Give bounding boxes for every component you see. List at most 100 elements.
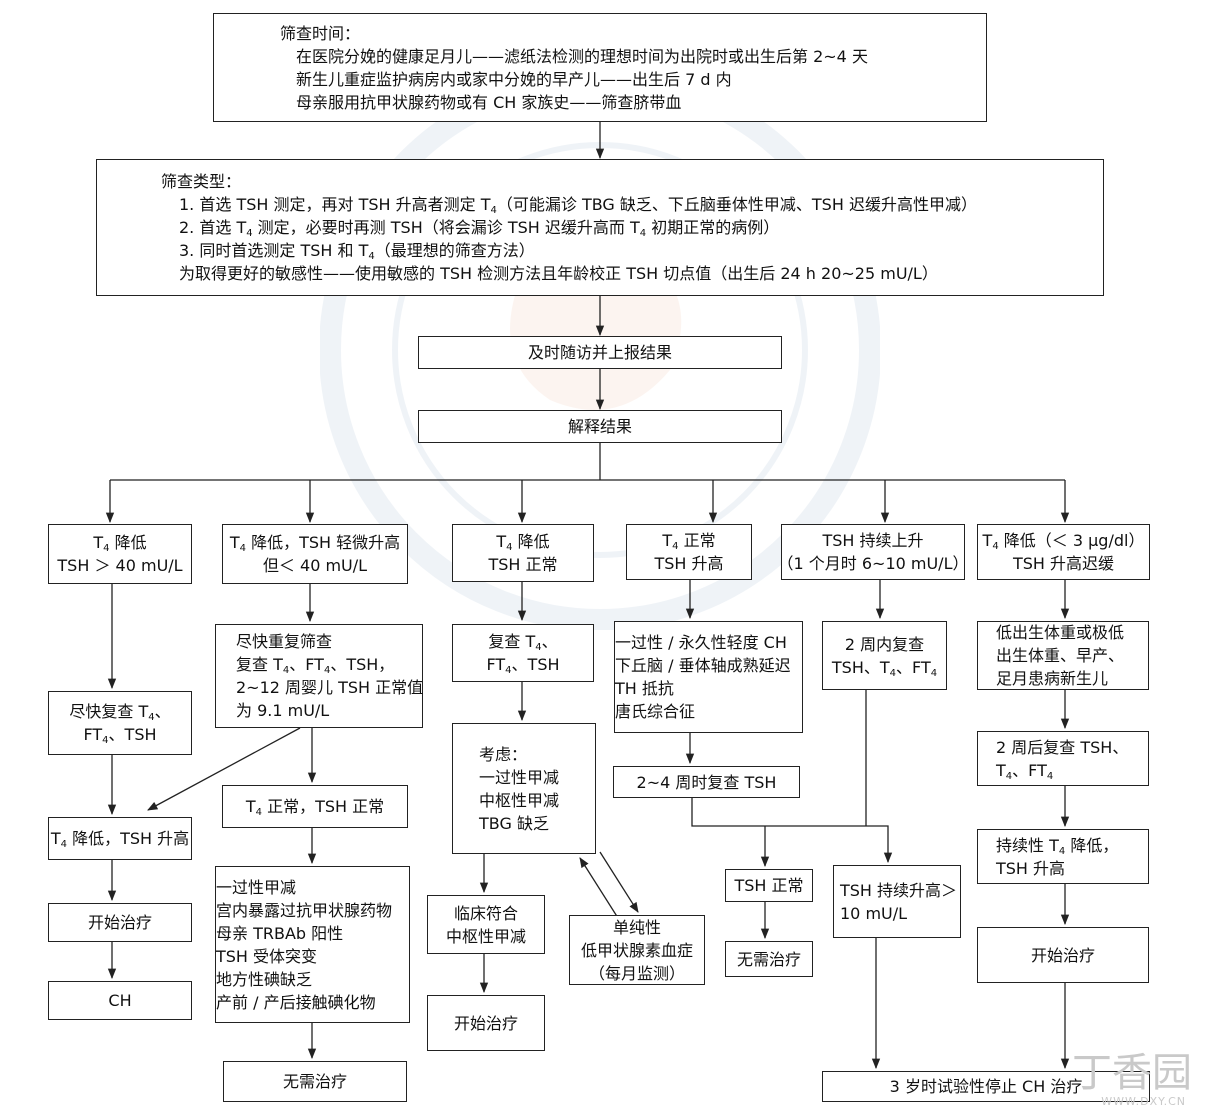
col5-persist-box: TSH 持续升高＞ 10 mU/L [833,865,961,938]
col3-hypo-line-2: 低甲状腺素血症 [580,940,693,960]
screening-type-line-4: 为取得更好的敏感性——使用敏感的 TSH 检测方法且年龄校正 TSH 切点值（出… [179,264,938,283]
col1-recheck-line-2: FT4、TSH [83,725,157,746]
col3-hypo-box: 单纯性 低甲状腺素血症 （每月监测） [569,915,705,985]
col3-consider-box: 考虑： 一过性甲减 中枢性甲减 TBG 缺乏 [452,723,596,854]
interpret-box: 解释结果 [418,410,782,443]
col1-result-label: T4 降低，TSH 升高 [50,829,190,850]
interpret-label: 解释结果 [567,417,632,436]
col4-final-box: 无需治疗 [725,941,813,977]
col1-head-line-2: TSH ＞ 40 mU/L [57,556,183,575]
col5-head-box: TSH 持续上升 （1 个月时 6~10 mU/L） [778,524,969,580]
col4-head-box: T4 正常 TSH 升高 [626,524,752,580]
col2-causes-box: 一过性甲减 宫内暴露过抗甲状腺药物 母亲 TRBAb 阳性 TSH 受体突变 地… [215,866,410,1023]
col6-risk-line-1: 低出生体重或极低 [996,623,1125,642]
dxy-watermark-logo: 丁香园 [1072,1050,1192,1096]
col5-recheck-box: 2 周内复查 TSH、T4、FT4 [822,621,947,690]
col6-treat-label: 开始治疗 [1030,945,1095,965]
col3-treat-box: 开始治疗 [427,995,545,1051]
col3-recheck-box: 复查 T4、 FT4、TSH [452,624,594,682]
col6-risk-box: 低出生体重或极低 出生体重、早产、 足月患病新生儿 [977,621,1149,690]
col1-recheck-box: 尽快复查 T4、 FT4、TSH [48,691,192,755]
col2-normal-box: T4 正常，TSH 正常 [222,785,408,828]
screening-time-line-2: 新生儿重症监护病房内或家中分娩的早产儿——出生后 7 d 内 [296,70,732,89]
col3-consider-line-3: 中枢性甲减 [479,790,560,810]
screening-time-title: 筛查时间： [280,24,361,43]
col3-recheck-line-1: 复查 T4、 [488,632,558,653]
col1-head-box: T4 降低 TSH ＞ 40 mU/L [48,524,192,584]
col6-head-box: T4 降低（＜ 3 μg/dl） TSH 升高迟缓 [977,524,1150,580]
col6-persist-line-1: 持续性 T4 降低， [996,835,1119,857]
col6-risk-line-2: 出生体重、早产、 [996,646,1125,665]
col2-cause-1: 一过性甲减 [216,877,297,897]
col4-recheck-box: 2~4 周时复查 TSH [613,766,800,798]
col3-central-box: 临床符合 中枢性甲减 [427,895,545,954]
col1-final-label: CH [108,991,132,1010]
dxy-watermark-url: WWW.DXY.CN [1101,1095,1186,1108]
col2-cause-6: 产前 / 产后接触碘化物 [216,992,376,1012]
col2-cause-2: 宫内暴露过抗甲状腺药物 [216,900,393,920]
col1-recheck-line-1: 尽快复查 T4、 [69,702,171,723]
col2-cause-4: TSH 受体突变 [216,946,318,966]
col2-recheck-line-1: 尽快重复筛查 [236,632,333,651]
screening-type-box: 筛查类型： 1. 首选 TSH 测定，再对 TSH 升高者测定 T4（可能漏诊 … [96,159,1104,296]
col3-hypo-line-3: （每月监测） [588,963,685,983]
col4-head-line-1: T4 正常 [662,531,716,552]
screening-type-line-1: 1. 首选 TSH 测定，再对 TSH 升高者测定 T4（可能漏诊 TBG 缺乏… [179,195,977,216]
col2-normal-label: T4 正常，TSH 正常 [245,797,385,818]
col1-head-line-1: T4 降低 [93,533,147,554]
screening-time-line-1: 在医院分娩的健康足月儿——滤纸法检测的理想时间为出院时或出生后第 2~4 天 [296,47,868,66]
col5-recheck-line-1: 2 周内复查 [844,634,925,654]
col1-treat-label: 开始治疗 [87,913,152,932]
col5-persist-line-2: 10 mU/L [840,903,908,923]
col3-consider-line-2: 一过性甲减 [479,767,560,787]
stop-treatment-box: 3 岁时试验性停止 CH 治疗 [822,1071,1150,1102]
col6-head-line-1: T4 降低（＜ 3 μg/dl） [982,531,1145,552]
col6-recheck-line-2: T4、FT4 [996,760,1054,782]
col6-risk-line-3: 足月患病新生儿 [996,669,1109,688]
col2-head-line-2: 但＜ 40 mU/L [262,556,368,575]
col2-recheck-line-4: 为 9.1 mU/L [236,701,330,720]
col4-cause-3: TH 抵抗 [615,679,674,698]
col2-recheck-line-3: 2~12 周婴儿 TSH 正常值 [236,678,424,697]
followup-box: 及时随访并上报结果 [418,336,782,369]
col4-head-line-2: TSH 升高 [654,554,724,573]
col3-treat-label: 开始治疗 [453,1013,518,1033]
col3-central-line-1: 临床符合 [453,903,518,923]
col4-recheck-label: 2~4 周时复查 TSH [636,772,777,792]
screening-type-line-2: 2. 首选 T4 测定，必要时再测 TSH（将会漏诊 TSH 迟缓升高而 T4 … [179,218,780,239]
col2-recheck-line-2: 复查 T4、FT4、TSH， [236,655,395,676]
followup-label: 及时随访并上报结果 [527,343,672,362]
col2-head-line-1: T4 降低，TSH 轻微升高 [229,533,401,554]
col3-hypo-line-1: 单纯性 [612,917,661,937]
col4-normal-box: TSH 正常 [725,869,813,902]
col5-head-line-1: TSH 持续上升 [822,531,924,550]
col6-recheck-line-1: 2 周后复查 TSH、 [996,737,1129,757]
col2-cause-3: 母亲 TRBAb 阳性 [216,923,344,943]
col3-head-box: T4 降低 TSH 正常 [452,524,594,582]
col3-central-line-2: 中枢性甲减 [445,926,526,946]
col6-recheck-box: 2 周后复查 TSH、 T4、FT4 [977,731,1149,786]
col2-head-box: T4 降低，TSH 轻微升高 但＜ 40 mU/L [222,524,408,584]
col3-recheck-line-2: FT4、TSH [486,655,560,676]
col5-persist-line-1: TSH 持续升高＞ [840,880,958,900]
stop-treatment-label: 3 岁时试验性停止 CH 治疗 [889,1077,1083,1096]
col1-result-box: T4 降低，TSH 升高 [48,817,192,860]
col4-cause-2: 下丘脑 / 垂体轴成熟延迟 [615,656,791,675]
col1-treat-box: 开始治疗 [48,903,192,942]
col3-consider-line-4: TBG 缺乏 [479,813,549,833]
col2-final-box: 无需治疗 [223,1061,407,1102]
screening-time-line-3: 母亲服用抗甲状腺药物或有 CH 家族史——筛查脐带血 [296,93,682,112]
col3-head-line-1: T4 降低 [496,532,550,553]
col4-cause-1: 一过性 / 永久性轻度 CH [615,633,787,652]
col5-head-line-2: （1 个月时 6~10 mU/L） [777,554,969,573]
col2-cause-5: 地方性碘缺乏 [216,969,313,989]
col2-recheck-box: 尽快重复筛查 复查 T4、FT4、TSH， 2~12 周婴儿 TSH 正常值 为… [215,624,423,728]
col6-treat-box: 开始治疗 [977,927,1149,983]
col3-consider-line-1: 考虑： [479,744,528,764]
col3-head-line-2: TSH 正常 [488,555,558,574]
col2-final-label: 无需治疗 [282,1072,347,1091]
col4-causes-box: 一过性 / 永久性轻度 CH 下丘脑 / 垂体轴成熟延迟 TH 抵抗 唐氏综合征 [614,621,803,733]
col4-final-label: 无需治疗 [736,949,801,969]
col6-persist-box: 持续性 T4 降低， TSH 升高 [977,829,1149,884]
